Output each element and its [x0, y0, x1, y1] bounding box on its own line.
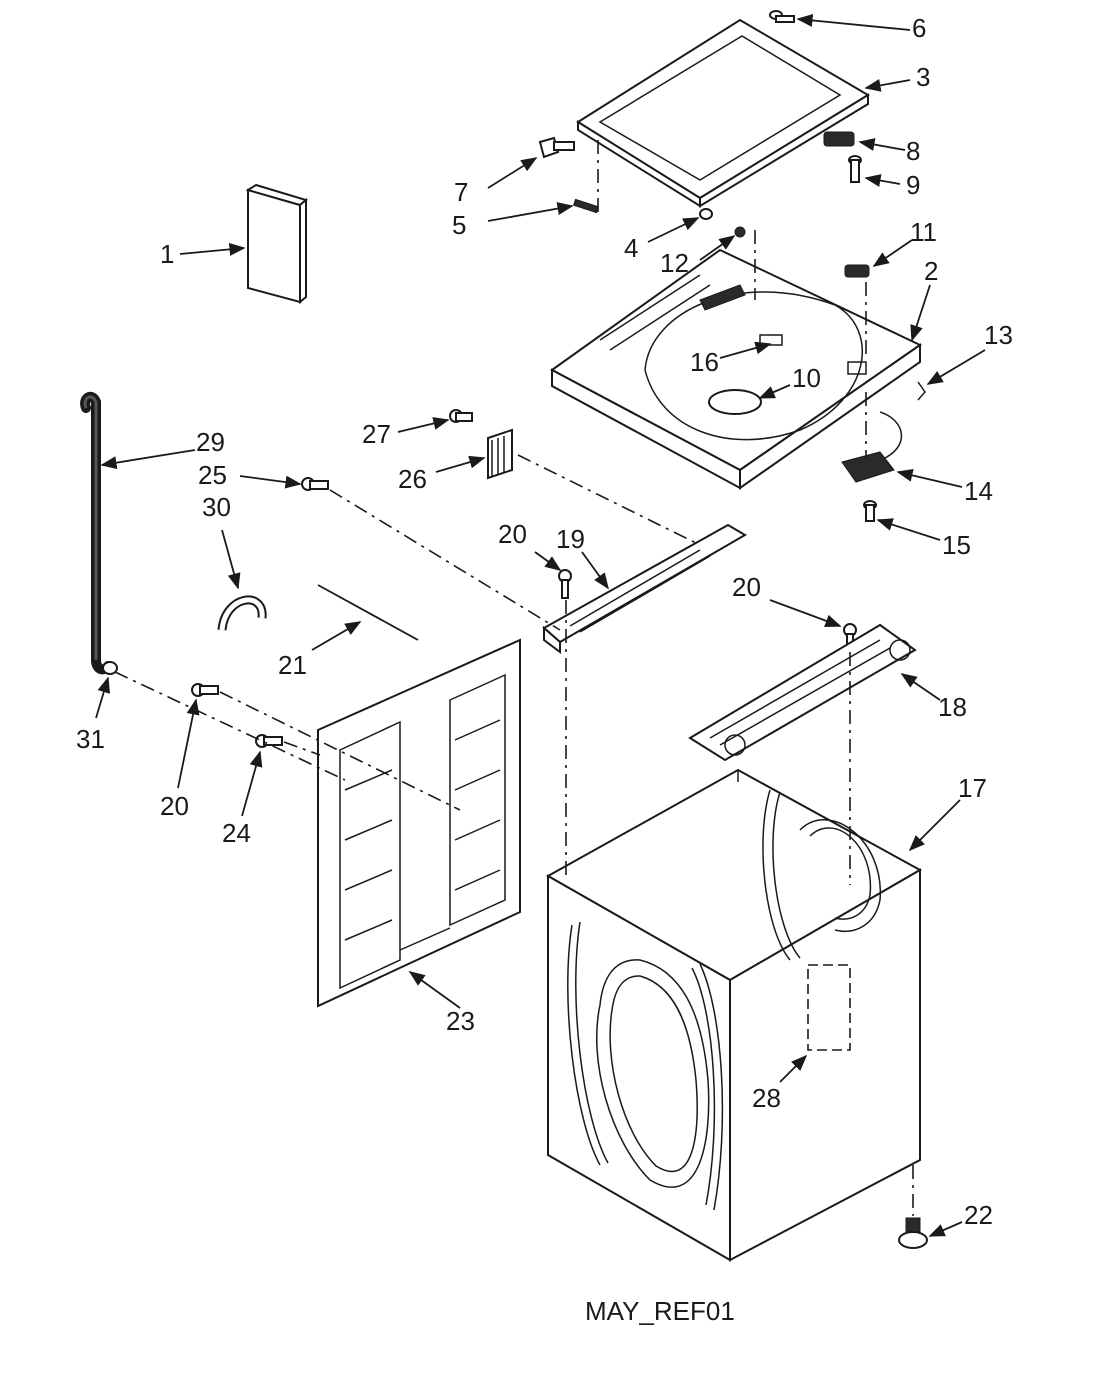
callout-18: 18: [938, 692, 967, 722]
part-screw-12: [734, 226, 746, 238]
diagram-reference-code: MAY_REF01: [585, 1296, 735, 1326]
callout-14: 14: [964, 476, 993, 506]
callout-20-top: 20: [498, 519, 527, 549]
part-hinge-8: [823, 131, 855, 147]
part-bumper-4: [699, 208, 713, 220]
part-screw-20-top: [558, 569, 572, 599]
callout-20-left: 20: [160, 791, 189, 821]
part-bracket-26: [487, 428, 513, 480]
callout-21: 21: [278, 650, 307, 680]
part-main-top: [550, 248, 922, 490]
callout-31: 31: [76, 724, 105, 754]
part-rod-21: [317, 584, 419, 641]
callout-29: 29: [196, 427, 225, 457]
part-screw-7: [538, 136, 575, 159]
leader-arrows: [95, 13, 986, 1237]
callout-4: 4: [624, 233, 638, 263]
part-screw-15: [863, 500, 877, 522]
part-screw-24: [255, 734, 283, 748]
callout-26: 26: [398, 464, 427, 494]
part-brace-18: [688, 623, 917, 762]
callout-3: 3: [916, 62, 930, 92]
part-screw-13: [917, 381, 926, 401]
callout-9: 9: [906, 170, 920, 200]
callout-2: 2: [924, 256, 938, 286]
callout-8: 8: [906, 136, 920, 166]
callout-27: 27: [362, 419, 391, 449]
callout-6: 6: [912, 13, 926, 43]
callout-5: 5: [452, 210, 466, 240]
part-manual-booklet: [245, 183, 309, 305]
callout-20-right: 20: [732, 572, 761, 602]
assembly-lines: [114, 140, 914, 1216]
part-clip-11: [844, 264, 870, 278]
part-elbow-30: [217, 595, 267, 631]
part-screw-9: [848, 155, 862, 183]
callout-7: 7: [454, 177, 468, 207]
callout-30: 30: [202, 492, 231, 522]
callout-24: 24: [222, 818, 251, 848]
callout-11: 11: [910, 217, 937, 247]
part-hinge-pin-5: [573, 198, 599, 214]
callout-28: 28: [752, 1083, 781, 1113]
callout-25: 25: [198, 460, 227, 490]
part-clamp-31: [102, 661, 118, 675]
callout-12: 12: [660, 248, 689, 278]
part-cabinet: [545, 768, 923, 1262]
part-screw-27: [449, 409, 473, 423]
callout-labels: 1 2 3 4 5 6 7 8 9 10 11 12 13 14 15 16 1…: [76, 13, 1013, 1230]
part-brace-19: [542, 523, 747, 654]
callout-23: 23: [446, 1006, 475, 1036]
callout-13: 13: [984, 320, 1013, 350]
part-drain-hose: [80, 391, 113, 675]
callout-10: 10: [792, 363, 821, 393]
part-screw-25: [301, 477, 329, 491]
callout-15: 15: [942, 530, 971, 560]
callout-17: 17: [958, 773, 987, 803]
callout-19: 19: [556, 524, 585, 554]
callout-1: 1: [160, 239, 174, 269]
part-screw-20-left: [191, 683, 219, 697]
part-leveling-leg: [898, 1217, 928, 1249]
part-rear-panel: [317, 638, 521, 1008]
part-lid-switch: [841, 411, 903, 483]
part-lid: [576, 18, 870, 208]
part-screw-6: [769, 10, 795, 23]
callout-16: 16: [690, 347, 719, 377]
callout-22: 22: [964, 1200, 993, 1230]
